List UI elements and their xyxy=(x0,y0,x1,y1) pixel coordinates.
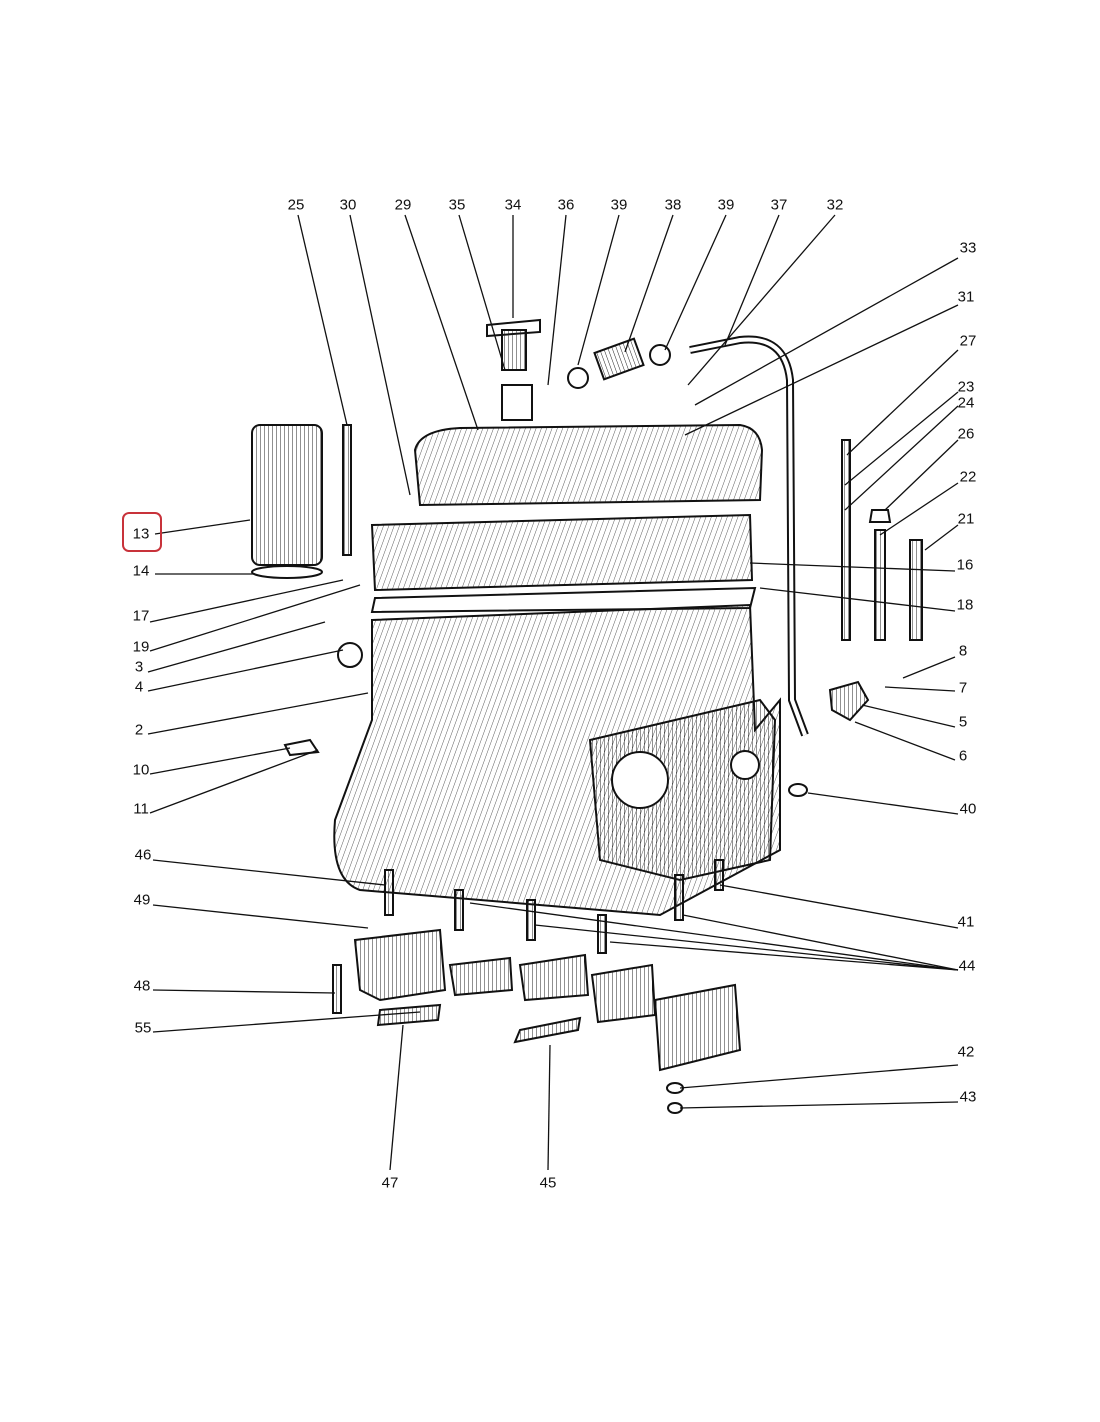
hose-clip xyxy=(649,344,671,366)
drain-tap xyxy=(283,738,320,757)
callout-16: 16 xyxy=(956,556,974,574)
breather-hose xyxy=(593,337,645,381)
callout-32: 32 xyxy=(826,196,844,214)
callout-21: 21 xyxy=(957,510,975,528)
oil-filler-filter xyxy=(501,329,527,371)
water-outlet xyxy=(828,680,870,722)
stud xyxy=(874,529,886,641)
callout-5: 5 xyxy=(958,713,968,731)
callout-30: 30 xyxy=(339,196,357,214)
callout-39b: 39 xyxy=(717,196,735,214)
callout-11: 11 xyxy=(133,800,149,818)
liner-seal xyxy=(251,565,323,579)
oil-filler-neck xyxy=(501,384,533,421)
callout-14: 14 xyxy=(132,562,150,580)
callout-19: 19 xyxy=(132,638,150,656)
callout-36: 36 xyxy=(557,196,575,214)
callout-24: 24 xyxy=(957,394,975,412)
rocker-stud xyxy=(841,439,851,641)
callout-27: 27 xyxy=(959,332,977,350)
fitting xyxy=(788,783,808,797)
callout-highlight-box xyxy=(122,512,162,552)
callout-22: 22 xyxy=(959,468,977,486)
seal-strip xyxy=(513,1016,582,1044)
callout-46: 46 xyxy=(134,846,152,864)
main-bearing-cap xyxy=(448,956,514,997)
callout-55: 55 xyxy=(134,1019,152,1037)
callout-13: 13 xyxy=(132,525,150,543)
callout-29: 29 xyxy=(394,196,412,214)
front-plate xyxy=(588,698,777,882)
callout-39: 39 xyxy=(610,196,628,214)
callout-35: 35 xyxy=(448,196,466,214)
callout-18: 18 xyxy=(956,596,974,614)
callout-23: 23 xyxy=(957,378,975,396)
rocker-cover xyxy=(413,423,764,507)
stud xyxy=(909,539,923,641)
callout-41: 41 xyxy=(957,913,975,931)
seal-strip xyxy=(376,1003,442,1027)
callout-3: 3 xyxy=(134,658,144,676)
callout-49: 49 xyxy=(133,891,151,909)
callout-8: 8 xyxy=(958,642,968,660)
main-bearing-cap xyxy=(518,953,590,1002)
callout-25: 25 xyxy=(287,196,305,214)
cylinder-head xyxy=(370,513,754,592)
callout-47: 47 xyxy=(381,1174,399,1192)
nut xyxy=(667,1102,683,1114)
callout-42: 42 xyxy=(957,1043,975,1061)
core-plug xyxy=(337,642,363,668)
main-bearing-cap xyxy=(353,928,447,1002)
callout-17: 17 xyxy=(132,607,150,625)
callout-10: 10 xyxy=(132,761,150,779)
callout-34: 34 xyxy=(504,196,522,214)
rear-bearing-cap xyxy=(653,983,742,1072)
callout-6: 6 xyxy=(958,747,968,765)
callout-37: 37 xyxy=(770,196,788,214)
callout-43: 43 xyxy=(959,1088,977,1106)
main-bearing-cap xyxy=(590,963,657,1024)
callout-2: 2 xyxy=(134,721,144,739)
callout-48: 48 xyxy=(133,977,151,995)
callout-31: 31 xyxy=(957,288,975,306)
callout-44: 44 xyxy=(958,957,976,975)
head-stud xyxy=(342,424,352,556)
callout-4: 4 xyxy=(134,678,144,696)
leader-lines xyxy=(147,214,959,1171)
nut xyxy=(868,509,892,523)
callout-33: 33 xyxy=(959,239,977,257)
callout-7: 7 xyxy=(958,679,968,697)
callout-45: 45 xyxy=(539,1174,557,1192)
cylinder-liner xyxy=(251,424,323,566)
callout-40: 40 xyxy=(959,800,977,818)
callout-38: 38 xyxy=(664,196,682,214)
hose-clip xyxy=(567,367,589,389)
dowel xyxy=(332,964,342,1014)
callout-26: 26 xyxy=(957,425,975,443)
